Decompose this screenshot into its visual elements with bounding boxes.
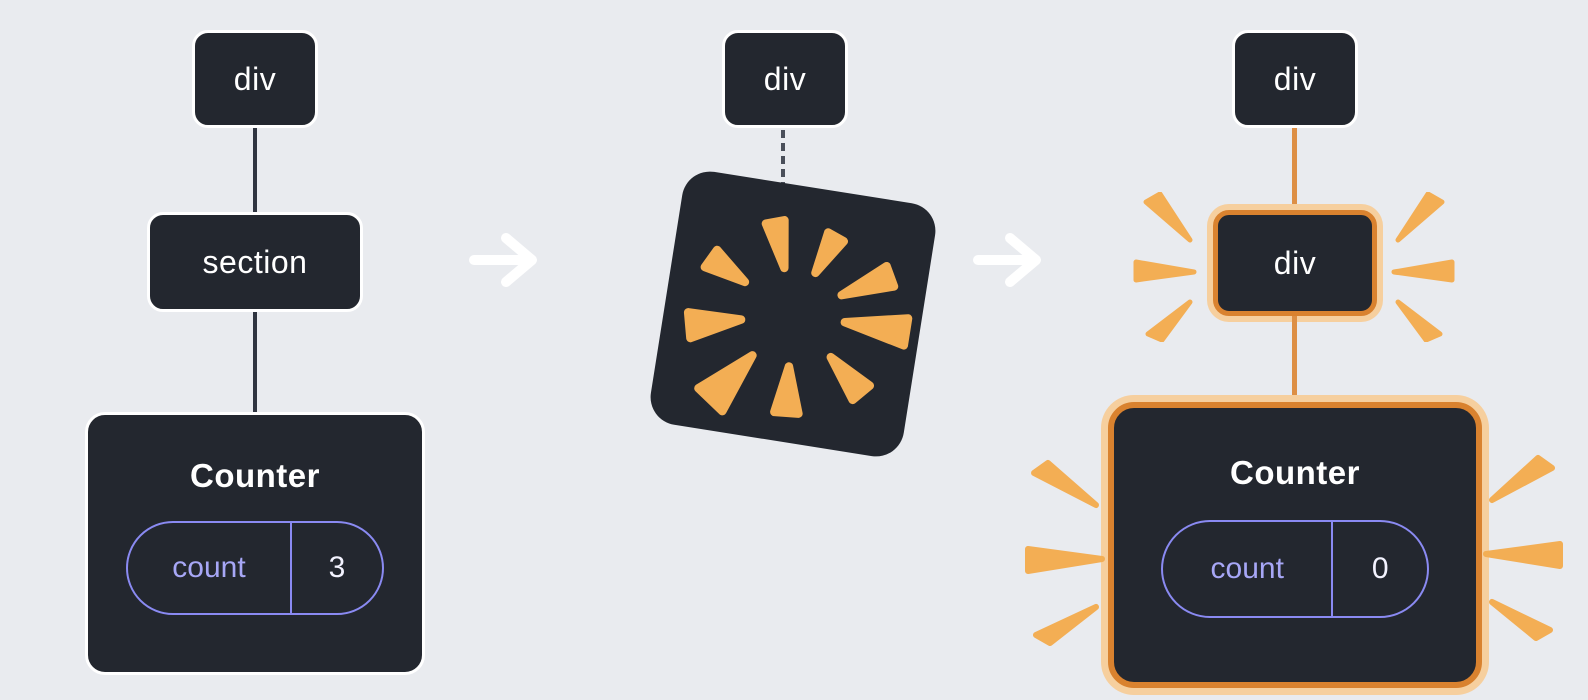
poof-box bbox=[646, 167, 940, 461]
component-title: Counter bbox=[190, 457, 320, 494]
tree-edge-highlight bbox=[1292, 128, 1297, 210]
tree-edge bbox=[253, 128, 257, 212]
spark-icon bbox=[1391, 192, 1455, 342]
state-label: count bbox=[1210, 552, 1284, 585]
counter-component-after: Counter count 0 bbox=[1108, 402, 1482, 688]
spark-icon bbox=[1133, 192, 1197, 342]
tree-edge bbox=[253, 312, 257, 412]
node-div-root-removal: div bbox=[722, 30, 848, 128]
right-arrow-icon bbox=[973, 233, 1041, 287]
state-pill: count 3 bbox=[126, 521, 384, 615]
tree-edge-highlight bbox=[1292, 316, 1297, 402]
spark-icon bbox=[1483, 455, 1563, 641]
tree-edge-dashed bbox=[781, 130, 785, 190]
state-pill: count 0 bbox=[1161, 520, 1429, 618]
node-label: div bbox=[233, 60, 277, 97]
node-div-new: div bbox=[1213, 210, 1377, 316]
state-label: count bbox=[172, 551, 246, 584]
node-div-root-after: div bbox=[1232, 30, 1358, 128]
node-label: section bbox=[202, 243, 308, 280]
node-section: section bbox=[147, 212, 363, 312]
component-title: Counter bbox=[1230, 454, 1360, 491]
state-value: 0 bbox=[1331, 522, 1427, 616]
right-arrow-icon bbox=[469, 233, 537, 287]
node-label: div bbox=[1273, 244, 1317, 281]
counter-component-before: Counter count 3 bbox=[85, 412, 425, 675]
node-label: div bbox=[763, 60, 807, 97]
spark-icon bbox=[1025, 460, 1105, 646]
state-value: 3 bbox=[290, 523, 382, 613]
node-div-root-before: div bbox=[192, 30, 318, 128]
explosion-sparks-icon bbox=[683, 216, 913, 418]
node-label: div bbox=[1273, 60, 1317, 97]
